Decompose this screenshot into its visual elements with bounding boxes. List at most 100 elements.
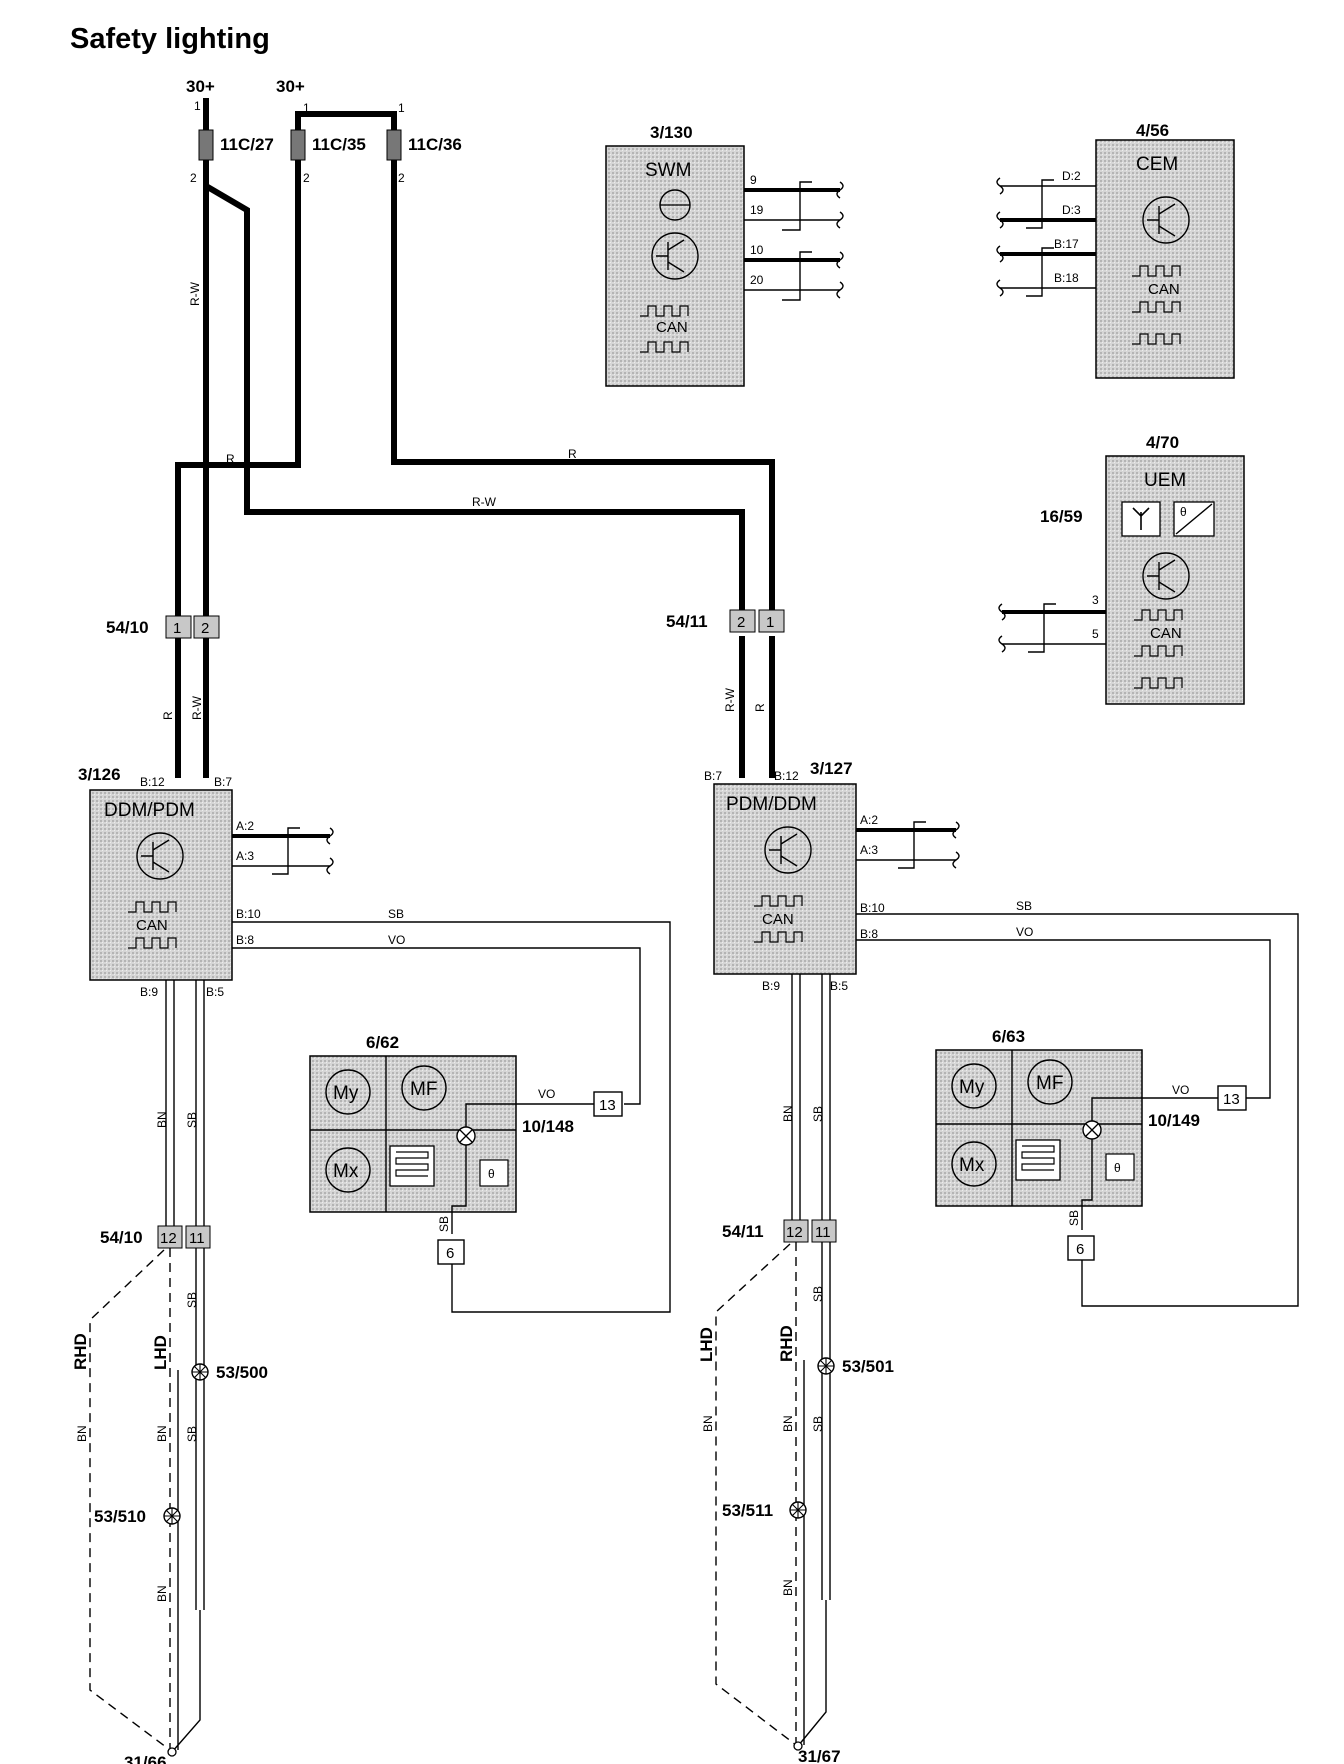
wire-label-rw: R-W bbox=[723, 687, 737, 712]
svg-text:CAN: CAN bbox=[1148, 281, 1180, 298]
svg-text:θ: θ bbox=[488, 1167, 495, 1181]
can-wave-icon bbox=[1134, 677, 1183, 689]
svg-text:SWM: SWM bbox=[645, 160, 691, 181]
svg-text:CAN: CAN bbox=[656, 319, 688, 336]
svg-text:SB: SB bbox=[185, 1426, 199, 1442]
svg-text:PDM/DDM: PDM/DDM bbox=[726, 794, 817, 815]
wire-label-r: R bbox=[753, 703, 767, 712]
motor-icon bbox=[325, 1069, 371, 1115]
svg-text:MF: MF bbox=[1036, 1073, 1063, 1094]
svg-text:11C/27: 11C/27 bbox=[220, 135, 274, 154]
svg-text:1: 1 bbox=[766, 614, 774, 631]
svg-text:B:7: B:7 bbox=[704, 769, 722, 783]
left-ground-wires: BN SB 12 11 54/10 SB BN SB BN BN RHD LHD… bbox=[71, 980, 268, 1764]
transistor-icon bbox=[1142, 196, 1190, 244]
mirror-module-left: 6/62 My MF Mx θ 10/148 13 6 bbox=[309, 1033, 623, 1265]
svg-text:BN: BN bbox=[701, 1415, 715, 1432]
svg-text:10: 10 bbox=[750, 243, 764, 257]
svg-text:53/500: 53/500 bbox=[216, 1363, 268, 1382]
svg-text:3/130: 3/130 bbox=[650, 123, 693, 142]
svg-text:θ: θ bbox=[1114, 1161, 1121, 1175]
svg-text:CEM: CEM bbox=[1136, 154, 1178, 175]
wire-label-rw: R-W bbox=[188, 281, 202, 306]
svg-text:20: 20 bbox=[750, 273, 764, 287]
svg-text:54/10: 54/10 bbox=[106, 618, 149, 637]
can-wave-icon bbox=[640, 305, 689, 317]
ground-icon bbox=[793, 1741, 803, 1751]
svg-text:10/149: 10/149 bbox=[1148, 1111, 1200, 1130]
svg-text:31/66: 31/66 bbox=[124, 1753, 167, 1764]
svg-text:Mx: Mx bbox=[333, 1161, 359, 1182]
connector-54-10-top: 1 2 54/10 bbox=[106, 615, 220, 639]
thick-wires bbox=[175, 98, 775, 778]
svg-text:CAN: CAN bbox=[762, 911, 794, 928]
svg-text:LHD: LHD bbox=[151, 1335, 170, 1370]
svg-text:RHD: RHD bbox=[71, 1333, 90, 1370]
motor-icon bbox=[1027, 1059, 1073, 1105]
svg-text:54/11: 54/11 bbox=[722, 1222, 764, 1241]
svg-text:VO: VO bbox=[1172, 1083, 1189, 1097]
svg-text:LHD: LHD bbox=[697, 1327, 716, 1362]
svg-text:4/70: 4/70 bbox=[1146, 433, 1179, 452]
svg-text:2: 2 bbox=[303, 171, 310, 185]
svg-text:SB: SB bbox=[1067, 1210, 1081, 1226]
wire-label-rw: R-W bbox=[472, 495, 497, 509]
sensor-icon bbox=[479, 1159, 509, 1187]
svg-text:B:10: B:10 bbox=[860, 901, 885, 915]
svg-text:VO: VO bbox=[538, 1087, 555, 1101]
svg-text:4/56: 4/56 bbox=[1136, 121, 1169, 140]
svg-text:MF: MF bbox=[410, 1079, 437, 1100]
right-signal-wires: SB VO VO SB bbox=[856, 899, 1299, 1307]
svg-text:2: 2 bbox=[201, 620, 209, 637]
svg-text:10/148: 10/148 bbox=[522, 1117, 574, 1136]
transistor-icon bbox=[1142, 552, 1190, 600]
svg-text:SB: SB bbox=[1016, 899, 1032, 913]
svg-text:My: My bbox=[333, 1083, 359, 1104]
svg-text:D:3: D:3 bbox=[1062, 203, 1081, 217]
sensor-icon bbox=[1105, 1153, 1135, 1181]
svg-text:3: 3 bbox=[1092, 593, 1099, 607]
svg-text:SB: SB bbox=[811, 1416, 825, 1432]
svg-text:B:17: B:17 bbox=[1054, 237, 1079, 251]
svg-text:UEM: UEM bbox=[1144, 470, 1186, 491]
motor-icon bbox=[951, 1141, 997, 1187]
page-title: Safety lighting bbox=[70, 23, 270, 55]
svg-text:A:3: A:3 bbox=[236, 849, 254, 863]
svg-text:13: 13 bbox=[599, 1097, 616, 1114]
svg-text:My: My bbox=[959, 1077, 985, 1098]
svg-text:SB: SB bbox=[185, 1112, 199, 1128]
svg-text:19: 19 bbox=[750, 203, 764, 217]
module-swm: 3/130 SWM CAN 9 19 10 20 bbox=[605, 123, 844, 387]
can-wave-icon bbox=[1134, 645, 1183, 657]
svg-text:SB: SB bbox=[388, 907, 404, 921]
svg-text:3/127: 3/127 bbox=[810, 759, 853, 778]
svg-text:SB: SB bbox=[437, 1216, 451, 1232]
can-wave-icon bbox=[754, 895, 803, 907]
motor-icon bbox=[951, 1063, 997, 1109]
svg-text:54/10: 54/10 bbox=[100, 1228, 143, 1247]
supply-label-right: 30+ bbox=[276, 77, 305, 96]
svg-text:B:8: B:8 bbox=[860, 927, 878, 941]
can-wave-icon bbox=[1132, 265, 1181, 277]
svg-text:2: 2 bbox=[190, 171, 197, 185]
svg-text:BN: BN bbox=[781, 1415, 795, 1432]
svg-text:53/510: 53/510 bbox=[94, 1507, 146, 1526]
can-wave-icon bbox=[1132, 301, 1181, 313]
svg-text:B:5: B:5 bbox=[830, 979, 848, 993]
svg-text:2: 2 bbox=[737, 614, 745, 631]
svg-text:54/11: 54/11 bbox=[666, 612, 708, 631]
svg-text:RHD: RHD bbox=[777, 1325, 796, 1362]
transistor-icon bbox=[764, 826, 812, 874]
ground-icon bbox=[167, 1747, 177, 1757]
svg-text:1: 1 bbox=[173, 620, 181, 637]
svg-text:2: 2 bbox=[398, 171, 405, 185]
svg-text:CAN: CAN bbox=[1150, 625, 1182, 642]
can-wave-icon bbox=[128, 937, 177, 949]
fuse-11c27: 1 2 11C/27 bbox=[190, 99, 274, 185]
svg-text:VO: VO bbox=[388, 933, 405, 947]
module-ddm-pdm: 3/126 DDM/PDM CAN B:12 B:7 A:2 A:3 B:10 … bbox=[78, 765, 334, 999]
fuse-11c36: 1 2 11C/36 bbox=[386, 101, 462, 185]
transistor-icon bbox=[136, 832, 184, 880]
svg-text:SB: SB bbox=[811, 1286, 825, 1302]
can-wave-icon bbox=[128, 901, 177, 913]
